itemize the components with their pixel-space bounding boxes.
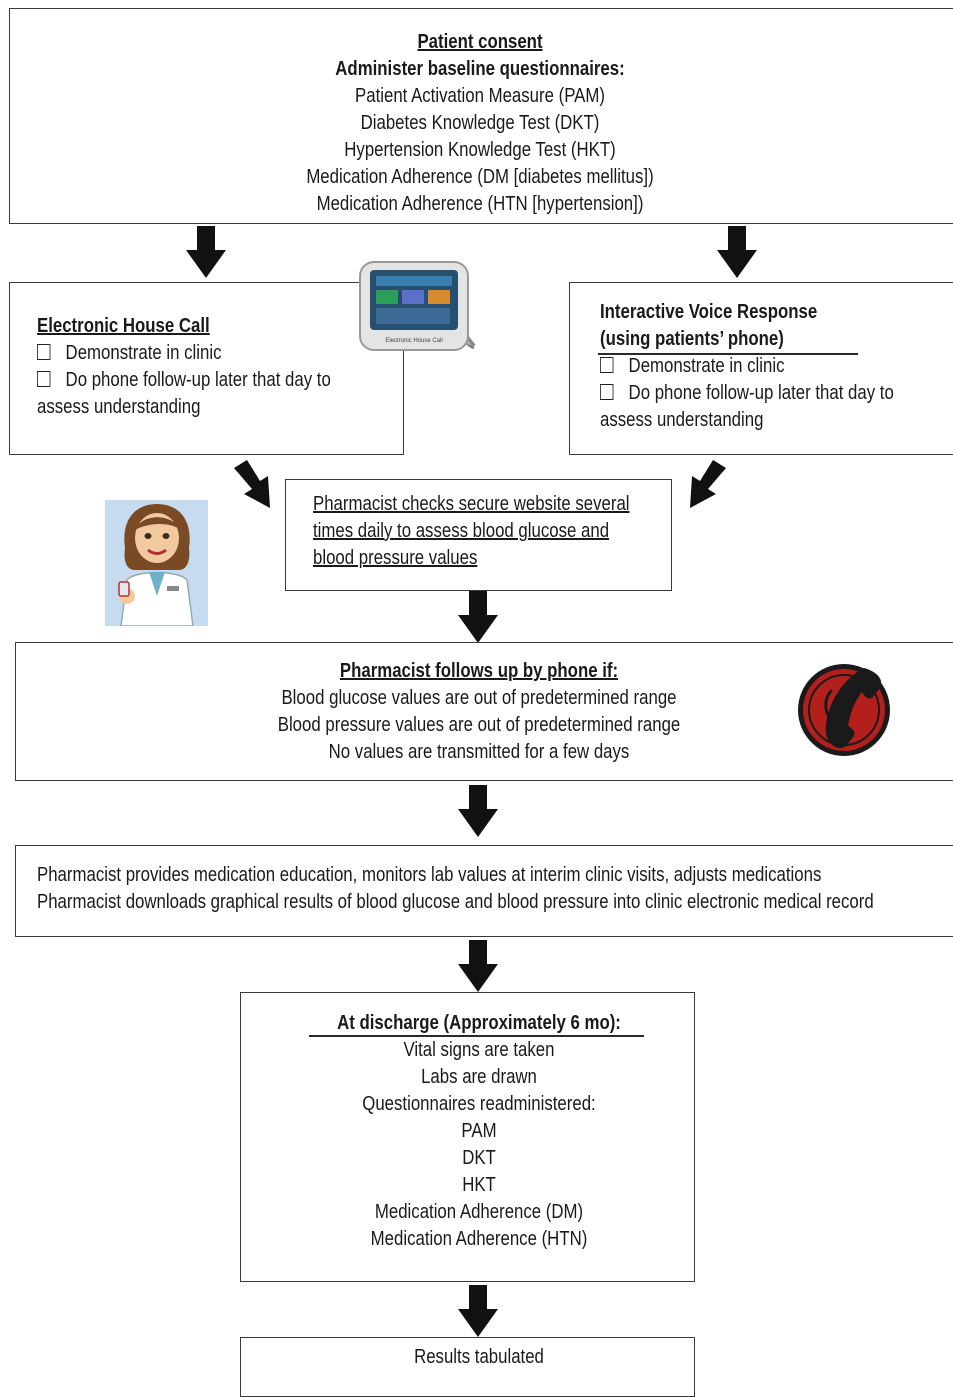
device-label: Electronic House Call xyxy=(385,338,442,344)
phone-followup-box: Pharmacist follows up by phone if: Blood… xyxy=(15,642,953,781)
ivr-item: Do phone follow-up later that day to xyxy=(628,382,894,404)
discharge-item: HKT xyxy=(462,1174,496,1196)
consent-box: Patient consent Administer baseline ques… xyxy=(9,8,953,224)
discharge-box: At discharge (Approximately 6 mo): Vital… xyxy=(240,992,695,1282)
discharge-item: Vital signs are taken xyxy=(403,1039,555,1061)
website-line: blood pressure values xyxy=(313,547,478,569)
discharge-item: Labs are drawn xyxy=(421,1066,537,1088)
telephone-icon xyxy=(798,664,890,756)
checkbox-icon xyxy=(37,371,51,387)
checkbox-icon xyxy=(600,384,614,400)
consent-title: Patient consent xyxy=(417,31,543,53)
medication-education-box: Pharmacist provides medication education… xyxy=(15,845,953,937)
consent-subtitle: Administer baseline questionnaires: xyxy=(335,58,625,80)
arrow-diagonal-icon xyxy=(234,460,270,508)
results-box: Results tabulated xyxy=(240,1337,695,1397)
website-line: times daily to assess blood glucose and xyxy=(313,520,610,542)
discharge-item: Medication Adherence (DM) xyxy=(374,1201,584,1223)
arrow-down-icon xyxy=(458,1285,498,1337)
arrow-diagonal-icon xyxy=(690,460,726,508)
ivr-item-cont: assess understanding xyxy=(600,409,764,431)
education-line: Pharmacist provides medication education… xyxy=(37,864,822,886)
consent-item: Medication Adherence (DM [diabetes melli… xyxy=(306,166,654,188)
discharge-title-underline xyxy=(309,1035,644,1037)
arrow-down-icon xyxy=(717,226,757,278)
consent-item: Hypertension Knowledge Test (HKT) xyxy=(344,139,616,161)
checkbox-icon xyxy=(37,344,51,360)
telehealth-device-icon: Electronic House Call xyxy=(359,261,476,351)
pharmacist-illustration xyxy=(105,500,208,626)
website-check-box: Pharmacist checks secure website several… xyxy=(285,479,672,591)
ehc-item-cont: assess understanding xyxy=(37,396,201,418)
discharge-item: PAM xyxy=(461,1120,497,1142)
ivr-subtitle: (using patients’ phone) xyxy=(600,328,784,350)
consent-item: Patient Activation Measure (PAM) xyxy=(355,85,605,107)
ehc-title: Electronic House Call xyxy=(37,315,210,337)
followup-item: No values are transmitted for a few days xyxy=(328,741,630,763)
discharge-item: Questionnaires readministered: xyxy=(362,1093,596,1115)
checkbox-icon xyxy=(600,357,614,373)
website-line: Pharmacist checks secure website several xyxy=(313,493,630,515)
consent-item: Medication Adherence (HTN [hypertension]… xyxy=(316,193,644,215)
ehc-item: Do phone follow-up later that day to xyxy=(65,369,331,391)
education-line: Pharmacist downloads graphical results o… xyxy=(37,891,874,913)
arrow-down-icon xyxy=(186,226,226,278)
followup-title: Pharmacist follows up by phone if: xyxy=(339,660,619,682)
arrow-down-icon xyxy=(458,785,498,837)
followup-item: Blood glucose values are out of predeter… xyxy=(281,687,677,709)
arrow-down-icon xyxy=(458,591,498,643)
ehc-item: Demonstrate in clinic xyxy=(65,342,222,364)
electronic-house-call-box: Electronic House Call Demonstrate in cli… xyxy=(9,282,404,455)
discharge-item: Medication Adherence (HTN) xyxy=(370,1228,588,1250)
results-text: Results tabulated xyxy=(414,1346,544,1368)
ivr-box: Interactive Voice Response (using patien… xyxy=(569,282,953,455)
ivr-title-underline xyxy=(598,353,858,355)
consent-item: Diabetes Knowledge Test (DKT) xyxy=(360,112,600,134)
discharge-item: DKT xyxy=(462,1147,496,1169)
ivr-item: Demonstrate in clinic xyxy=(628,355,785,377)
ivr-title: Interactive Voice Response xyxy=(600,301,818,323)
followup-item: Blood pressure values are out of predete… xyxy=(277,714,681,736)
arrow-down-icon xyxy=(458,940,498,992)
discharge-title: At discharge (Approximately 6 mo): xyxy=(337,1012,621,1034)
